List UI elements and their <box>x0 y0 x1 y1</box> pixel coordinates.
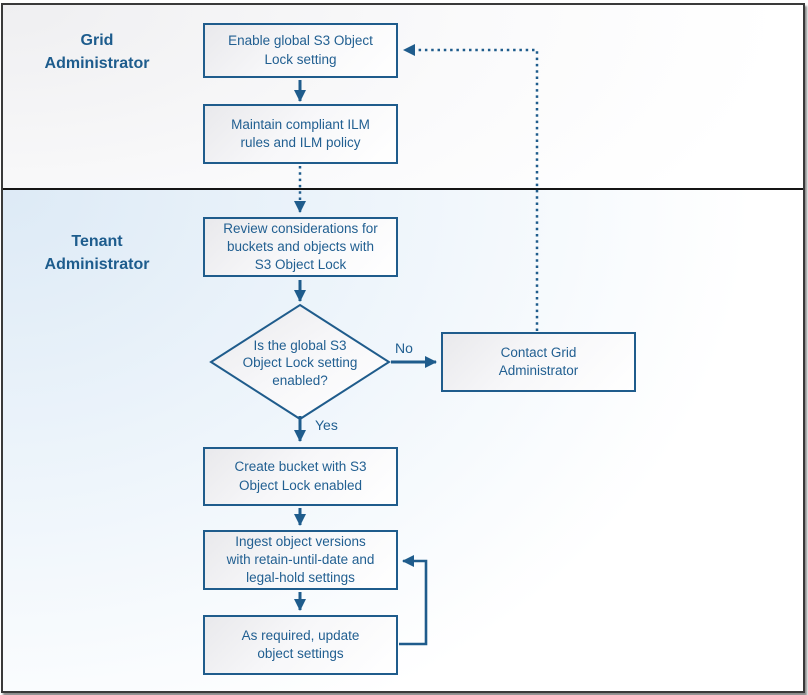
node-update-object-settings: As required, update object settings <box>203 615 398 675</box>
node-contact-grid-administrator: Contact Grid Administrator <box>441 332 636 392</box>
connectors-layer <box>209 44 539 646</box>
node-review-considerations: Review considerations for buckets and ob… <box>203 217 398 277</box>
node-create-bucket: Create bucket with S3 Object Lock enable… <box>203 447 398 506</box>
decision-is-global-setting-enabled: Is the global S3 Object Lock setting ena… <box>242 337 358 388</box>
node-ingest-object-versions: Ingest object versions with retain-until… <box>203 530 398 590</box>
lane-label-grid-administrator: Grid Administrator <box>44 32 150 73</box>
lane-tenant-administrator <box>3 188 803 691</box>
arrow-contact-to-enable-dotted <box>403 44 539 331</box>
lane-label-tenant-administrator: Tenant Administrator <box>44 233 150 274</box>
node-enable-global-s3-object-lock: Enable global S3 Object Lock setting <box>203 23 398 78</box>
edge-label-yes: Yes <box>315 417 338 433</box>
node-maintain-compliant-ilm: Maintain compliant ILM rules and ILM pol… <box>203 104 398 164</box>
arrow-update-loop-to-ingest <box>399 555 428 646</box>
lane-grid-administrator <box>3 5 803 188</box>
edge-label-no: No <box>395 340 413 356</box>
flowchart-frame: Grid Administrator Tenant Administrator … <box>1 3 805 693</box>
